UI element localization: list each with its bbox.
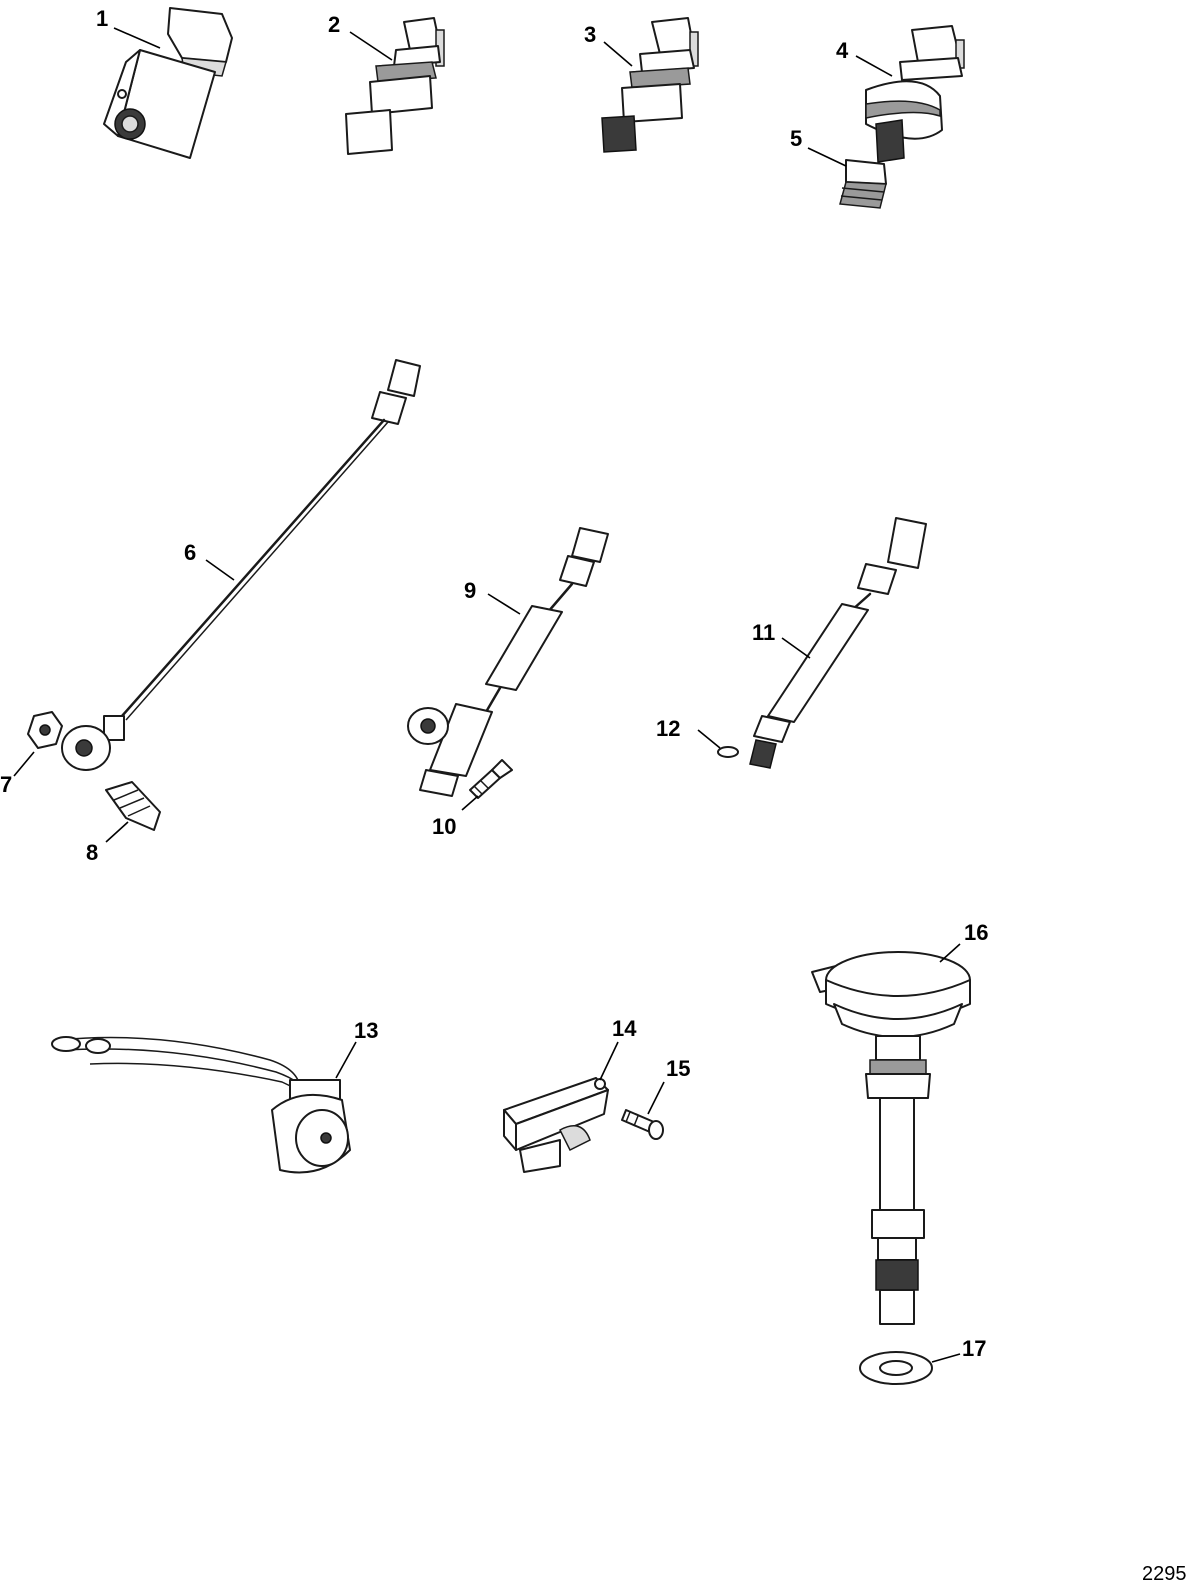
- part-14-module: [503, 1077, 609, 1173]
- callout-13: 13: [354, 1018, 378, 1043]
- callout-3: 3: [584, 22, 596, 47]
- part-15-screw: [621, 1109, 664, 1140]
- part-1-sensor: [103, 7, 233, 159]
- document-number: 2295: [1142, 1563, 1187, 1585]
- callout-16: 16: [964, 920, 988, 945]
- callout-12: 12: [656, 716, 680, 741]
- part-13-pickup-coil: [51, 1036, 351, 1174]
- callout-6: 6: [184, 540, 196, 565]
- part-5-fitting: [839, 159, 887, 209]
- part-4-sensor: [865, 25, 965, 163]
- callout-15: 15: [666, 1056, 690, 1081]
- part-8-stud: [105, 781, 161, 831]
- part-9-position-sensor: [407, 527, 609, 797]
- callout-4: 4: [836, 38, 849, 63]
- callout-11: 11: [752, 620, 775, 645]
- callout-8: 8: [86, 840, 98, 865]
- callout-17: 17: [962, 1336, 986, 1361]
- part-12-o-ring: [717, 746, 739, 758]
- callout-1: 1: [96, 6, 108, 31]
- callout-10: 10: [432, 814, 456, 839]
- callout-7: 7: [0, 772, 12, 797]
- part-6-knock-sensor: [61, 359, 421, 771]
- callout-5: 5: [790, 126, 802, 151]
- callout-14: 14: [612, 1016, 637, 1041]
- callout-9: 9: [464, 578, 476, 603]
- part-10-screw: [469, 759, 513, 799]
- part-3-sender: [601, 17, 699, 153]
- callout-2: 2: [328, 12, 340, 37]
- part-11-temp-sensor: [749, 517, 927, 769]
- part-16-distributor: [811, 951, 971, 1325]
- part-17-washer: [859, 1351, 933, 1385]
- part-7-nut: [27, 711, 63, 749]
- part-2-sender: [345, 17, 445, 155]
